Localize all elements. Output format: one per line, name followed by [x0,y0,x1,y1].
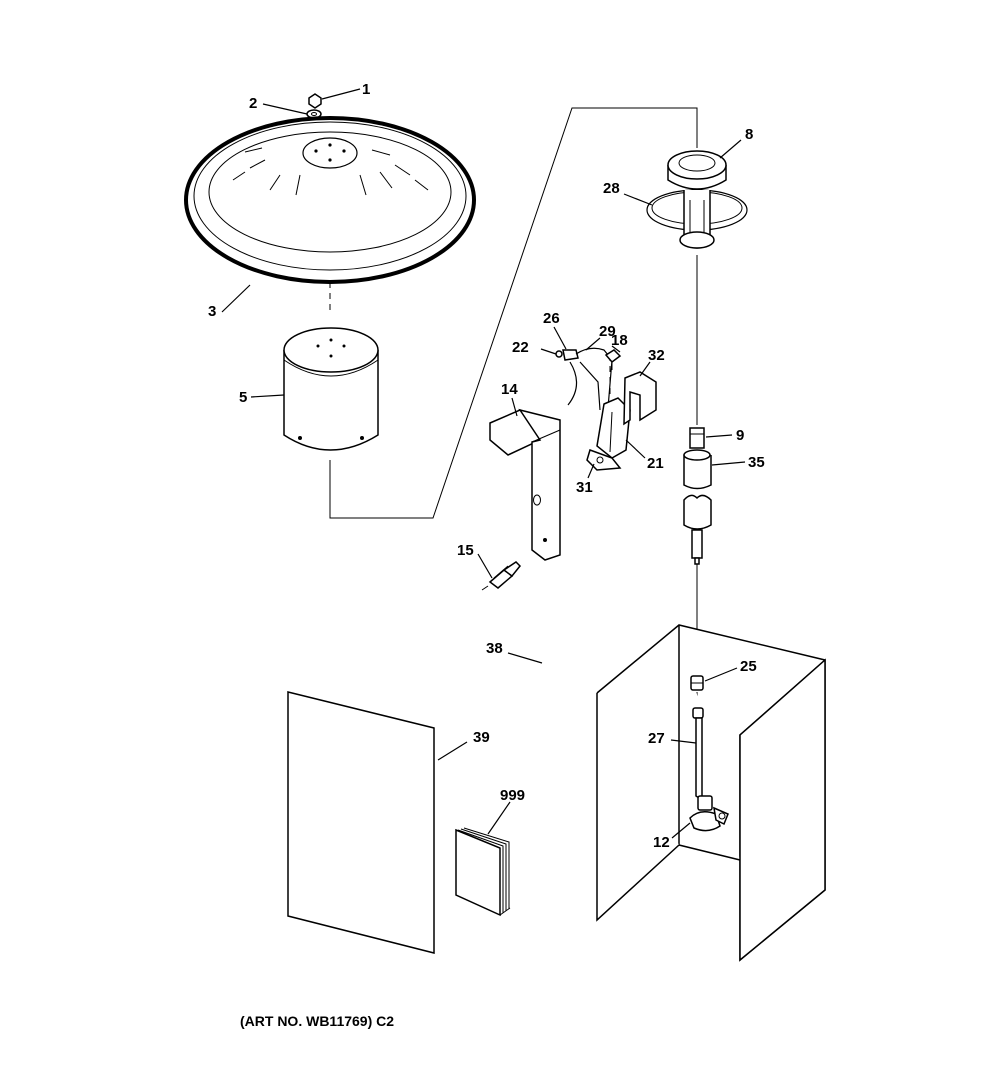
label-18: 18 [611,332,628,349]
valve-part [689,795,729,832]
fitting-part [690,675,704,691]
label-8: 8 [745,126,753,143]
label-3: 3 [208,303,216,320]
label-5: 5 [239,389,247,406]
label-35: 35 [748,454,765,471]
label-29: 29 [599,323,616,340]
agitator-cap-part [667,150,727,190]
bracket-part [489,408,561,561]
label-999: 999 [500,787,525,804]
label-27: 27 [648,730,665,747]
part-labels: 1 2 3 5 8 28 26 29 22 18 32 14 21 31 9 3… [208,81,765,851]
switch-assembly [555,347,657,471]
label-21: 21 [647,455,664,472]
label-12: 12 [653,834,670,851]
label-38: 38 [486,640,503,657]
label-22: 22 [512,339,529,356]
cabinet-part [596,624,826,962]
label-31: 31 [576,479,593,496]
top-cover-part [184,116,476,284]
label-9: 9 [736,427,744,444]
label-2: 2 [249,95,257,112]
nut-part [308,93,322,109]
art-number-caption: (ART NO. WB11769) C2 [240,1013,394,1029]
manual-booklet-part [455,827,511,917]
coupling-part [683,449,712,530]
label-14: 14 [501,381,518,398]
agitator-ring-part [646,189,748,249]
screw-part [481,561,522,591]
label-1: 1 [362,81,370,98]
shaft-part [689,427,705,565]
label-28: 28 [603,180,620,197]
cylinder-housing-part [283,327,379,451]
label-26: 26 [543,310,560,327]
label-25: 25 [740,658,757,675]
leader-lines [221,88,746,839]
tube-part [692,707,704,802]
panel-sheet-part [287,691,435,954]
label-32: 32 [648,347,665,364]
label-39: 39 [473,729,490,746]
label-15: 15 [457,542,474,559]
